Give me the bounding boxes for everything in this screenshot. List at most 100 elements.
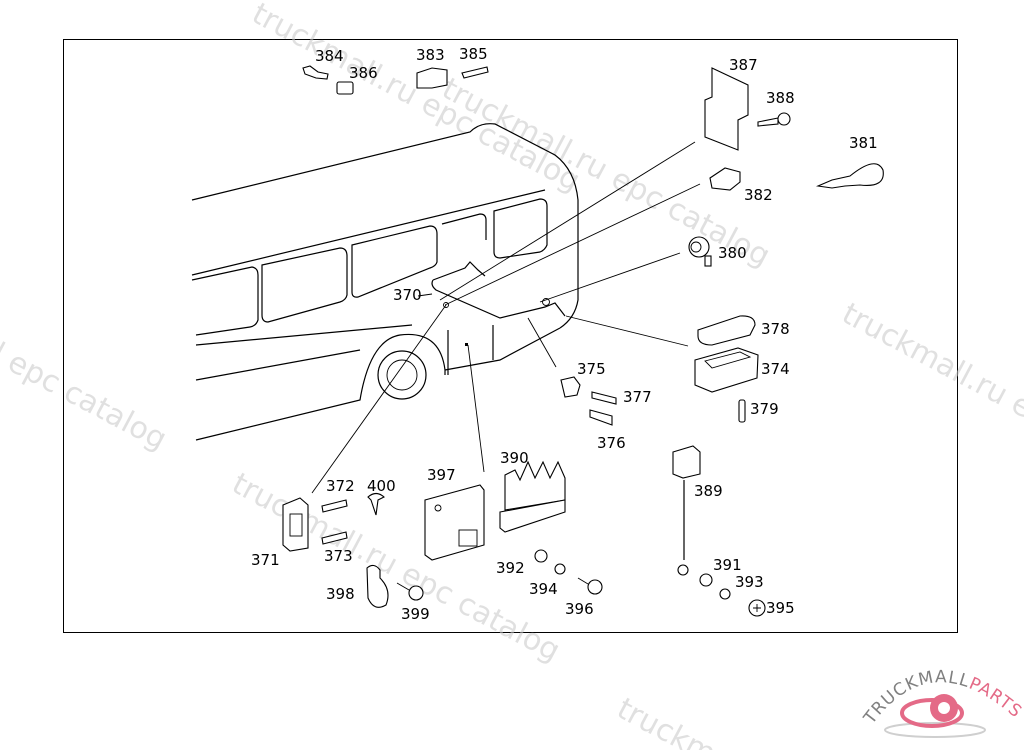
truckmallparts-logo: TRUCKMALLPARTS <box>860 667 1024 738</box>
bus-window <box>441 213 487 240</box>
part-389-sensor[interactable] <box>672 445 701 479</box>
callout-387[interactable]: 387 <box>729 56 758 74</box>
part-400-clip[interactable] <box>367 492 385 516</box>
part-375-connector[interactable] <box>560 376 581 398</box>
part-379-pin[interactable] <box>738 399 746 423</box>
part-388-screw-head[interactable] <box>777 112 791 126</box>
watermark: truckmall.ru epc catalog <box>246 0 586 199</box>
callout-385[interactable]: 385 <box>459 45 488 63</box>
part-381-cable-tie[interactable] <box>815 163 884 189</box>
leader-line <box>417 293 433 297</box>
watermark: l epc catalog <box>0 336 172 457</box>
bus-rear-bottom <box>444 327 561 371</box>
bus-side-line <box>195 324 413 346</box>
part-372-terminal[interactable] <box>321 499 348 513</box>
part-386-cap[interactable] <box>336 81 354 95</box>
connector-dot <box>443 302 449 308</box>
callout-370[interactable]: 370 <box>393 286 422 304</box>
callout-371[interactable]: 371 <box>251 551 280 569</box>
part-382-clip[interactable] <box>709 167 741 191</box>
part-399-screw[interactable] <box>408 585 424 601</box>
callout-391[interactable]: 391 <box>713 556 742 574</box>
leader-line <box>444 183 701 306</box>
part-378-lid[interactable] <box>697 315 756 346</box>
callout-378[interactable]: 378 <box>761 320 790 338</box>
callout-390[interactable]: 390 <box>500 449 529 467</box>
callout-labels: 370 371 372 373 374 375 376 377 378 379 … <box>251 45 878 623</box>
connector <box>542 298 550 306</box>
callout-396[interactable]: 396 <box>565 600 594 618</box>
callout-374[interactable]: 374 <box>761 360 790 378</box>
part-389-ring-terminal <box>677 564 689 576</box>
callout-377[interactable]: 377 <box>623 388 652 406</box>
bus-rear-panel <box>447 325 494 375</box>
parts <box>282 65 884 617</box>
wiring-harness <box>431 261 566 319</box>
screw-thread <box>396 582 410 591</box>
bus-marker <box>465 343 468 346</box>
leader-line <box>439 141 696 301</box>
callout-372[interactable]: 372 <box>326 477 355 495</box>
part-392-washer[interactable] <box>534 549 548 563</box>
callout-376[interactable]: 376 <box>597 434 626 452</box>
callout-384[interactable]: 384 <box>315 47 344 65</box>
bus-roof-outline <box>191 123 579 329</box>
callout-398[interactable]: 398 <box>326 585 355 603</box>
callout-382[interactable]: 382 <box>744 186 773 204</box>
callout-400[interactable]: 400 <box>367 477 396 495</box>
leader-line <box>527 317 557 368</box>
leader-line <box>539 252 681 303</box>
part-391-washer[interactable] <box>699 573 713 587</box>
logo-swoosh <box>884 722 986 738</box>
part-387-bracket[interactable] <box>704 67 749 151</box>
bus-beltline <box>191 189 546 276</box>
bus-window <box>493 198 548 259</box>
callout-389[interactable]: 389 <box>694 482 723 500</box>
part-383-housing[interactable] <box>416 67 448 89</box>
bus-wheel <box>377 350 427 400</box>
bus-lower-line <box>195 333 446 441</box>
callout-383[interactable]: 383 <box>416 46 445 64</box>
callout-399[interactable]: 399 <box>401 605 430 623</box>
leader-line <box>565 315 689 347</box>
callout-392[interactable]: 392 <box>496 559 525 577</box>
callout-373[interactable]: 373 <box>324 547 353 565</box>
callout-375[interactable]: 375 <box>577 360 606 378</box>
part-398-clamp[interactable] <box>366 564 389 608</box>
callout-388[interactable]: 388 <box>766 89 795 107</box>
part-377-terminal[interactable] <box>591 391 617 405</box>
part-393-lock-washer[interactable] <box>719 588 731 600</box>
part-376-terminal[interactable] <box>589 409 613 426</box>
callout-393[interactable]: 393 <box>735 573 764 591</box>
screw-hole <box>434 504 442 512</box>
leader-line <box>311 304 447 494</box>
diagram-frame <box>63 39 958 633</box>
part-384-terminal[interactable] <box>302 65 329 80</box>
part-390-base <box>499 499 566 533</box>
callout-395[interactable]: 395 <box>766 599 795 617</box>
callout-394[interactable]: 394 <box>529 580 558 598</box>
part-380-grommet[interactable] <box>688 236 710 258</box>
part-371-window <box>289 513 303 537</box>
part-397-control-unit[interactable] <box>424 484 485 561</box>
leader-line <box>467 344 485 473</box>
part-373-terminal[interactable] <box>321 531 348 545</box>
part-385-terminal[interactable] <box>461 66 489 79</box>
bus-illustration <box>191 123 579 441</box>
callout-380[interactable]: 380 <box>718 244 747 262</box>
callout-386[interactable]: 386 <box>349 64 378 82</box>
part-371-relay[interactable] <box>282 497 309 552</box>
logo-swoosh <box>900 698 964 728</box>
gear-icon-hole <box>938 702 950 714</box>
part-396-screw[interactable] <box>587 579 603 595</box>
callout-397[interactable]: 397 <box>427 466 456 484</box>
callout-379[interactable]: 379 <box>750 400 779 418</box>
bus-window <box>191 266 259 336</box>
part-374-box[interactable] <box>694 347 759 393</box>
callout-381[interactable]: 381 <box>849 134 878 152</box>
part-394-lock-washer[interactable] <box>554 563 566 575</box>
part-388-screw[interactable] <box>757 117 779 127</box>
watermark: truckmall.ru e <box>836 296 1024 426</box>
